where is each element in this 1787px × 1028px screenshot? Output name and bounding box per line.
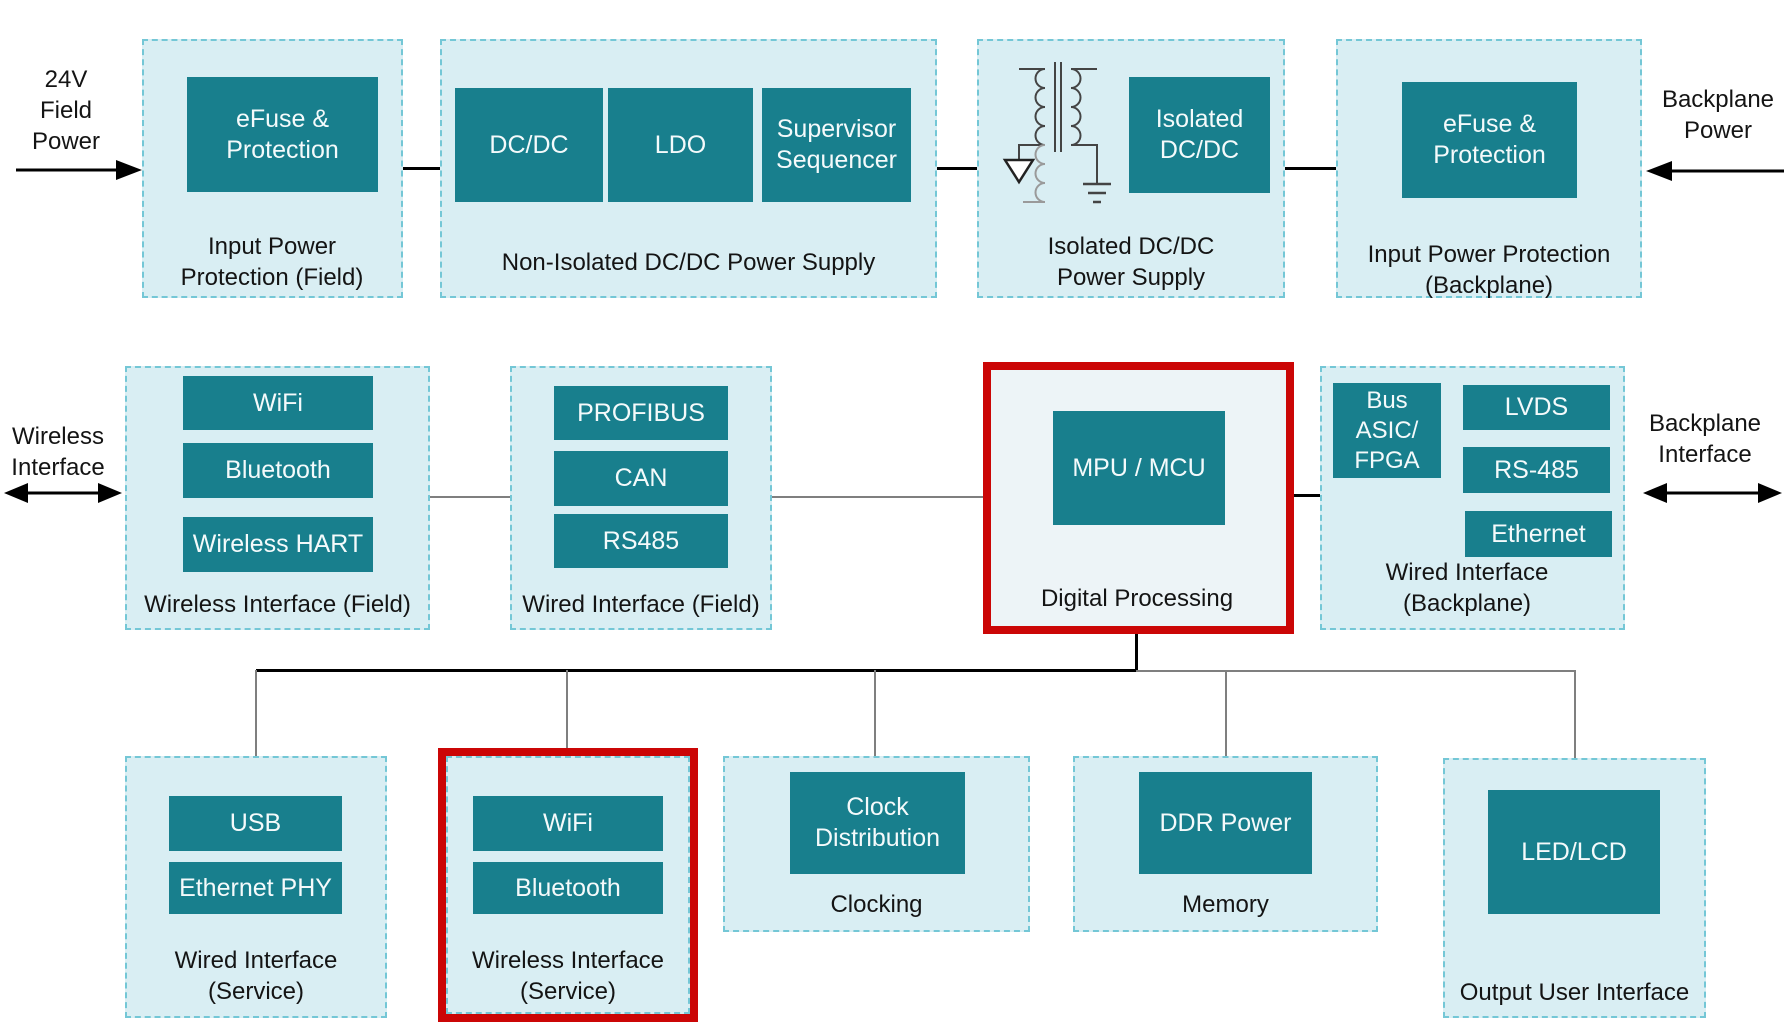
group-label-wireless-field: Wireless Interface (Field) <box>144 591 411 618</box>
group-label-output-user-interface: Output User Interface <box>1459 979 1690 1006</box>
wireless-interface-label: Wireless Interface <box>11 423 105 481</box>
field-power-arrow <box>16 160 142 180</box>
block-efuse-protection-field: eFuse & Protection <box>187 77 378 192</box>
group-label-digital-processing: Digital Processing <box>1040 585 1234 612</box>
block-ethernet-backplane: Ethernet <box>1465 511 1612 557</box>
backplane-interface-label: Backplane Interface <box>1648 410 1762 468</box>
block-rs485-backplane: RS-485 <box>1463 447 1610 493</box>
group-label-clocking: Clocking <box>830 891 923 918</box>
block-wifi-field: WiFi <box>183 376 373 430</box>
bus-drop-wireless-service <box>566 670 568 750</box>
group-label-wired-service: Wired Interface (Service) <box>174 947 338 1005</box>
block-supervisor-sequencer: Supervisor Sequencer <box>762 88 911 202</box>
block-bus-asic-fpga: Bus ASIC/ FPGA <box>1333 383 1441 478</box>
bus-drop-wired-service <box>255 670 257 757</box>
block-wifi-service: WiFi <box>473 796 663 851</box>
block-ldo: LDO <box>608 88 753 202</box>
group-label-memory: Memory <box>1182 891 1269 918</box>
bus-trunk-left <box>256 669 1136 672</box>
group-label-wireless-service: Wireless Interface (Service) <box>471 947 665 1005</box>
block-bluetooth-field: Bluetooth <box>183 443 373 498</box>
block-lvds: LVDS <box>1463 385 1610 430</box>
bus-vertical-from-mpu <box>1135 634 1138 670</box>
block-dcdc: DC/DC <box>455 88 603 202</box>
group-label-non-isolated-supply: Non-Isolated DC/DC Power Supply <box>501 249 876 276</box>
block-ethernet-phy: Ethernet PHY <box>169 862 342 914</box>
bus-drop-output-user <box>1574 670 1576 759</box>
block-wireless-hart: Wireless HART <box>183 517 373 572</box>
connector-dcdc-to-isolated <box>937 167 977 170</box>
group-label-wired-backplane: Wired Interface (Backplane) <box>1385 559 1549 617</box>
block-mpu-mcu: MPU / MCU <box>1053 411 1225 525</box>
block-bluetooth-service: Bluetooth <box>473 862 663 914</box>
backplane-power-label: Backplane Power <box>1661 86 1775 144</box>
block-profibus: PROFIBUS <box>554 386 728 440</box>
connector-mpu-to-wired-backplane <box>1294 494 1320 497</box>
group-label-input-power-backplane: Input Power Protection (Backplane) <box>1367 241 1611 299</box>
block-efuse-protection-backplane: eFuse & Protection <box>1402 82 1577 198</box>
backplane-power-arrow <box>1646 161 1784 181</box>
block-led-lcd: LED/LCD <box>1488 790 1660 914</box>
block-isolated-dcdc: Isolated DC/DC <box>1129 77 1270 193</box>
connector-isolated-to-backplane-protection <box>1285 167 1336 170</box>
field-power-label: 24V Field Power <box>31 66 101 155</box>
connector-wired-field-to-mpu <box>772 496 983 498</box>
block-rs485-field: RS485 <box>554 514 728 568</box>
connector-wireless-to-wired-field <box>430 496 510 498</box>
block-can: CAN <box>554 451 728 506</box>
block-ddr-power: DDR Power <box>1139 772 1312 874</box>
group-label-input-power-field: Input Power Protection (Field) <box>180 233 364 291</box>
bus-drop-memory <box>1225 670 1227 757</box>
block-clock-distribution: Clock Distribution <box>790 772 965 874</box>
wireless-interface-arrow <box>4 483 122 503</box>
isolation-transformer-icon <box>1002 62 1111 204</box>
backplane-interface-arrow <box>1643 483 1782 503</box>
connector-field-protection-to-dcdc <box>403 167 440 170</box>
bus-trunk-right <box>1136 670 1576 672</box>
group-label-wired-field: Wired Interface (Field) <box>522 591 760 618</box>
group-label-isolated-supply: Isolated DC/DC Power Supply <box>1047 233 1215 291</box>
block-usb: USB <box>169 796 342 851</box>
bus-drop-clocking <box>874 670 876 757</box>
